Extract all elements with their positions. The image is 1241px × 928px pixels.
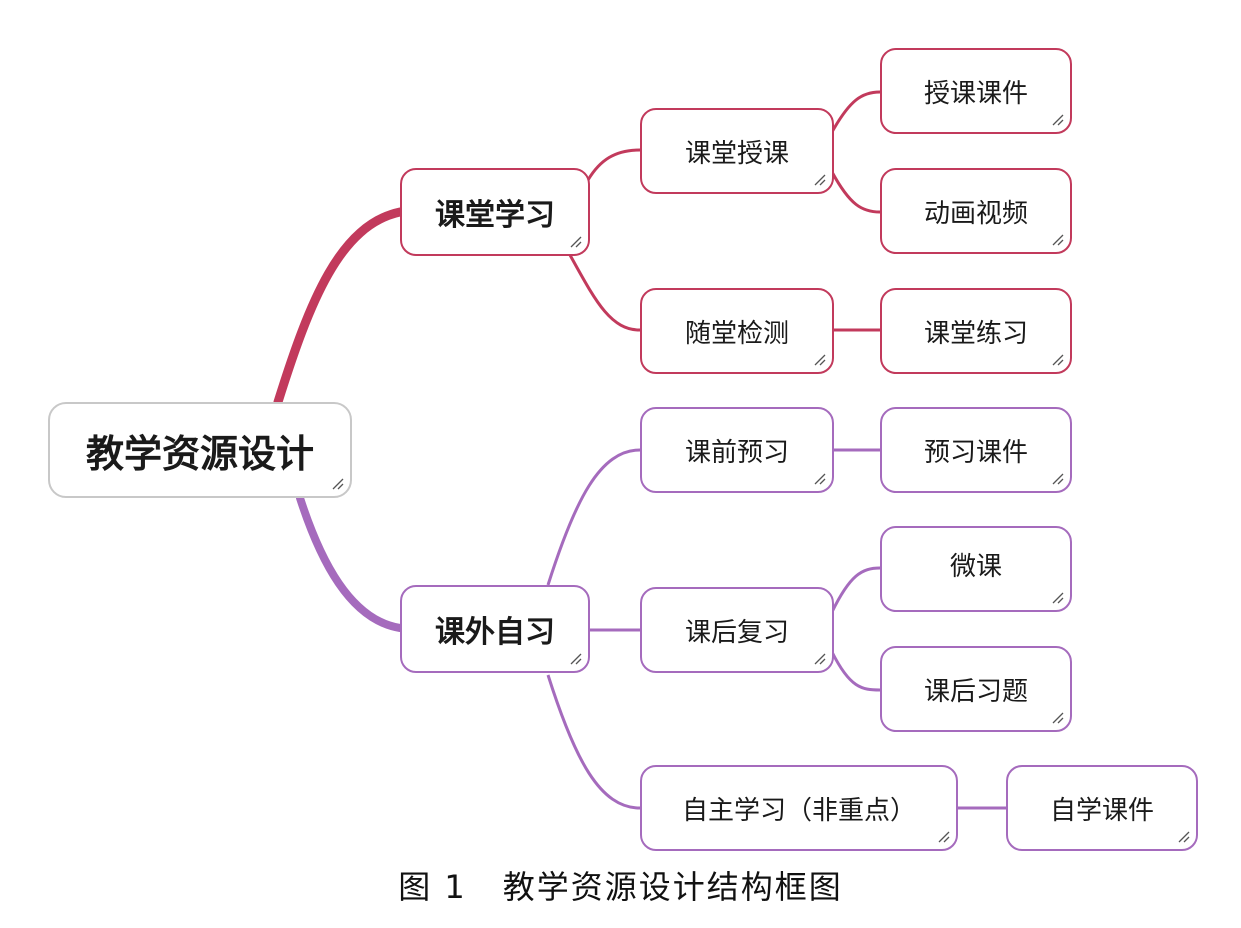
- topic-label: 自主学习（非重点）: [681, 795, 916, 826]
- resize-grip-icon: [1052, 234, 1064, 246]
- leaf-label: 动画视频: [923, 198, 1028, 229]
- leaf-node-microlesson[interactable]: 微课: [880, 526, 1072, 612]
- leaf-node-selfstudy-courseware[interactable]: 自学课件: [1006, 765, 1198, 851]
- root-label: 教学资源设计: [85, 431, 314, 476]
- leaf-label: 课堂练习: [923, 318, 1028, 349]
- resize-grip-icon: [1052, 592, 1064, 604]
- resize-grip-icon: [570, 653, 582, 665]
- connector-root-branch1: [273, 207, 405, 407]
- topic-label: 课前预习: [684, 437, 789, 468]
- resize-grip-icon: [1052, 712, 1064, 724]
- connector-review-exercises: [830, 651, 881, 692]
- connector-classteach-courseware: [830, 90, 881, 133]
- resize-grip-icon: [814, 473, 826, 485]
- connector-root-branch2: [296, 494, 404, 632]
- leaf-node-class-practice[interactable]: 课堂练习: [880, 288, 1072, 374]
- figure-title: 教学资源设计结构框图: [502, 868, 843, 906]
- leaf-node-courseware[interactable]: 授课课件: [880, 48, 1072, 134]
- resize-grip-icon: [1052, 114, 1064, 126]
- resize-grip-icon: [814, 354, 826, 366]
- resize-grip-icon: [814, 653, 826, 665]
- leaf-node-animation-video[interactable]: 动画视频: [880, 168, 1072, 254]
- leaf-label: 微课: [949, 551, 1002, 582]
- connector-branch2-preview: [546, 448, 641, 586]
- leaf-node-exercises[interactable]: 课后习题: [880, 646, 1072, 732]
- resize-grip-icon: [332, 478, 344, 490]
- connector-branch2-self: [546, 674, 641, 810]
- figure-number: 图 1: [398, 868, 467, 906]
- connector-review-microlesson: [830, 566, 881, 613]
- branch-label: 课堂学习: [435, 198, 555, 233]
- leaf-label: 授课课件: [923, 78, 1028, 109]
- resize-grip-icon: [1052, 473, 1064, 485]
- topic-node-preview[interactable]: 课前预习: [640, 407, 834, 493]
- resize-grip-icon: [1052, 354, 1064, 366]
- root-node[interactable]: 教学资源设计: [48, 402, 352, 498]
- resize-grip-icon: [1178, 831, 1190, 843]
- connector-classteach-video: [830, 171, 881, 214]
- branch-label: 课外自习: [435, 615, 555, 650]
- leaf-label: 课后习题: [923, 676, 1028, 707]
- branch-node-afterclass[interactable]: 课外自习: [400, 585, 590, 673]
- topic-node-classteach[interactable]: 课堂授课: [640, 108, 834, 194]
- connector-branch1-classteach: [586, 148, 641, 181]
- topic-node-selfstudy[interactable]: 自主学习（非重点）: [640, 765, 958, 851]
- topic-node-review[interactable]: 课后复习: [640, 587, 834, 673]
- connector-branch1-quiz: [568, 254, 641, 332]
- topic-node-quiz[interactable]: 随堂检测: [640, 288, 834, 374]
- figure-caption: 图 1 教学资源设计结构框图: [0, 862, 1241, 908]
- topic-label: 课后复习: [684, 617, 789, 648]
- leaf-label: 预习课件: [923, 437, 1028, 468]
- resize-grip-icon: [938, 831, 950, 843]
- leaf-node-preview-courseware[interactable]: 预习课件: [880, 407, 1072, 493]
- leaf-label: 自学课件: [1049, 795, 1154, 826]
- topic-label: 课堂授课: [684, 138, 789, 169]
- branch-node-classroom[interactable]: 课堂学习: [400, 168, 590, 256]
- resize-grip-icon: [570, 236, 582, 248]
- topic-label: 随堂检测: [684, 318, 789, 349]
- resize-grip-icon: [814, 174, 826, 186]
